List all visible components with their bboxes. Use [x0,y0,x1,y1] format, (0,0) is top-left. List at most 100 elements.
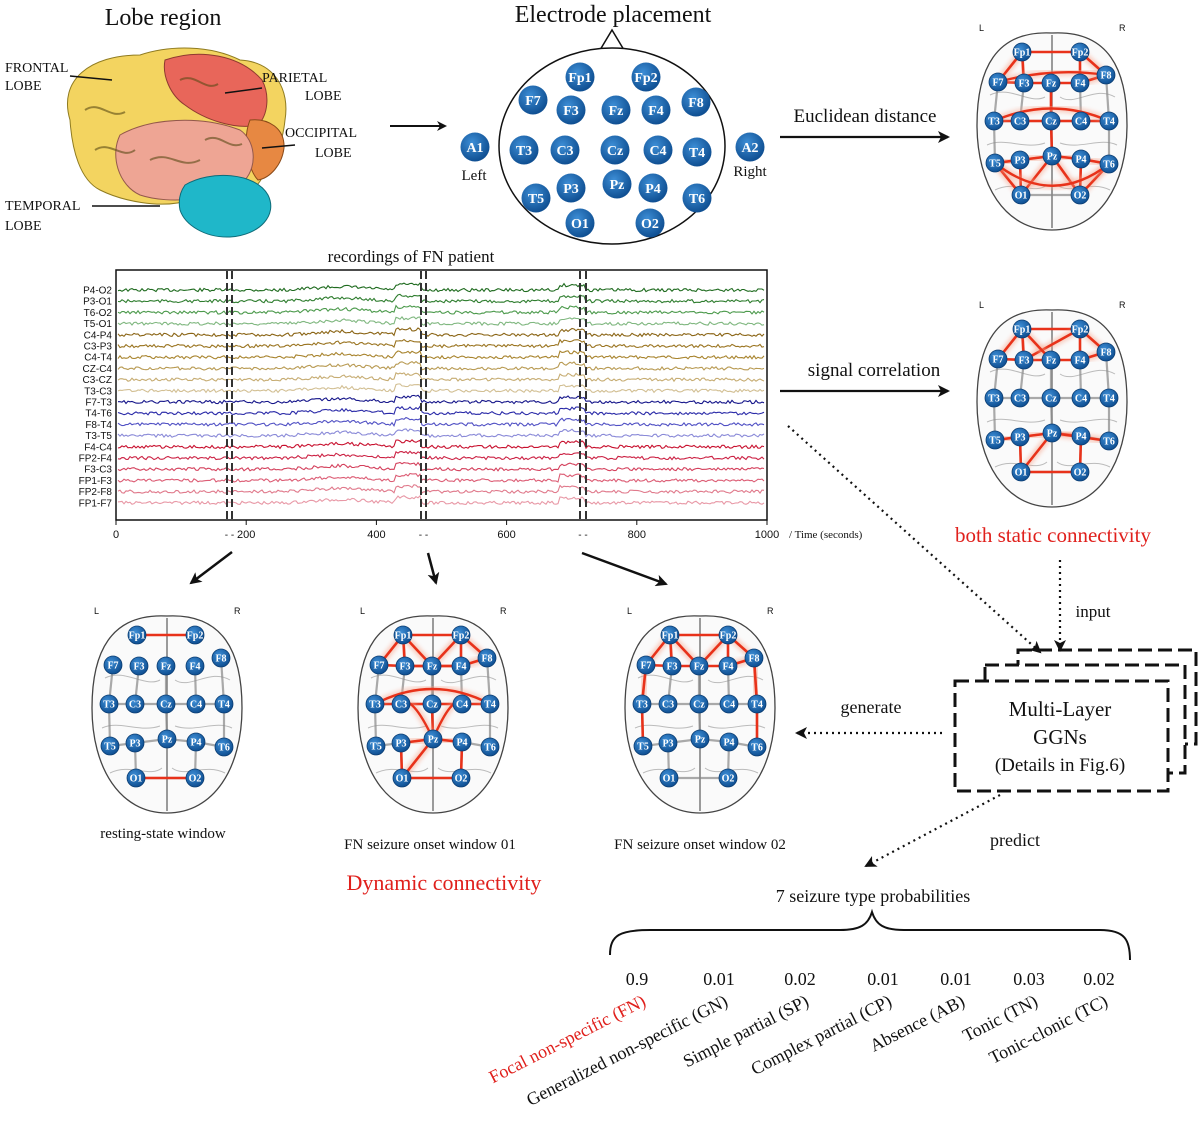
svg-text:C3: C3 [1014,394,1026,405]
svg-text:F4: F4 [648,104,664,119]
eeg-frame [115,269,768,521]
map-electrode-c3: C3 [1010,388,1030,408]
map-electrode-f8: F8 [1096,342,1116,362]
svg-text:F4: F4 [722,662,733,673]
svg-text:Fp1: Fp1 [568,71,591,86]
map-electrode-cz: Cz [422,694,442,714]
map-electrode-t4: T4 [1099,111,1119,131]
map-electrode-o1: O1 [392,768,412,788]
svg-text:LOBE: LOBE [305,89,342,104]
channel-label: P3-O1 [83,297,112,308]
svg-text:O2: O2 [722,774,735,785]
map-electrode-c3: C3 [391,694,411,714]
svg-text:Cz: Cz [693,700,705,711]
svg-text:F3: F3 [1018,356,1029,367]
x-tick-label: 200 [237,529,255,541]
eeg-trace [117,484,765,495]
x-tick-label: 600 [497,529,515,541]
electrode-o1: O1 [565,208,595,238]
electrode-f8: F8 [681,87,711,117]
onset2-caption: FN seizure onset window 02 [614,837,786,853]
model-line1: Multi-Layer [1009,697,1112,721]
map-electrode-o2: O2 [451,768,471,788]
electrode-a1: A1 [460,132,490,162]
class-probability: 0.02 [1083,969,1115,989]
map-electrode-t5: T5 [366,736,386,756]
map-electrode-f7: F7 [636,655,656,675]
svg-text:T3: T3 [103,700,115,711]
electrode-pz: Pz [602,169,632,199]
x-tick-label: 1000 [755,529,779,541]
channel-label: C3-CZ [83,375,112,386]
map-electrode-t3: T3 [984,388,1004,408]
model-line2: GGNs [1033,725,1087,749]
svg-text:P3: P3 [395,739,406,750]
x-tick-label: 800 [628,529,646,541]
svg-text:LOBE: LOBE [5,219,42,234]
map-electrode-t3: T3 [99,694,119,714]
map-electrode-t5: T5 [633,736,653,756]
map-electrode-c4: C4 [719,694,739,714]
electrode-fp2: Fp2 [631,62,661,92]
svg-text:F7: F7 [640,661,651,672]
side-right-label: R [500,606,507,616]
side-right-label: R [1119,300,1126,310]
map-electrode-cz: Cz [689,694,709,714]
eeg-trace [117,293,765,304]
map-electrode-t3: T3 [984,111,1004,131]
channel-label: F3-C3 [84,465,112,476]
map-electrode-f8: F8 [744,648,764,668]
svg-text:O2: O2 [641,217,659,232]
svg-text:P4: P4 [456,738,467,749]
map-electrode-t4: T4 [214,694,234,714]
svg-text:O2: O2 [189,774,202,785]
svg-text:Fz: Fz [694,662,705,673]
svg-text:C3: C3 [395,700,407,711]
side-left-label: L [94,606,99,616]
svg-text:F3: F3 [133,662,144,673]
x-tick-label: 400 [367,529,385,541]
svg-text:Pz: Pz [695,735,706,746]
svg-text:T5: T5 [989,159,1001,170]
svg-text:TEMPORAL: TEMPORAL [5,199,80,214]
svg-text:T4: T4 [751,700,763,711]
svg-text:P3: P3 [1014,433,1025,444]
svg-text:C4: C4 [1075,117,1087,128]
svg-text:P4: P4 [1075,155,1086,166]
map-electrode-t4: T4 [1099,388,1119,408]
eeg-x-unit: / Time (seconds) [789,529,863,541]
map-electrode-t3: T3 [365,694,385,714]
svg-text:C3: C3 [662,700,674,711]
svg-text:T3: T3 [988,394,1000,405]
electrode-f7: F7 [518,85,548,115]
map-electrode-f3: F3 [662,656,682,676]
svg-text:O2: O2 [1074,468,1087,479]
electrode-t5: T5 [521,183,551,213]
map-electrode-cz: Cz [156,694,176,714]
electrode-fp1: Fp1 [565,62,595,92]
dynamic-connectivity-label: Dynamic connectivity [347,870,542,895]
map-electrode-fp2: Fp2 [1070,42,1090,62]
svg-text:F7: F7 [107,661,118,672]
svg-text:C4: C4 [190,700,202,711]
svg-text:F8: F8 [748,654,759,665]
map-electrode-p3: P3 [1010,427,1030,447]
map-electrode-c4: C4 [452,694,472,714]
svg-text:P3: P3 [1014,156,1025,167]
channel-label: C3-P3 [84,342,113,353]
map-electrode-p4: P4 [719,732,739,752]
svg-text:T6: T6 [1103,437,1115,448]
class-probability: 0.01 [867,969,899,989]
svg-text:Cz: Cz [1045,394,1057,405]
svg-text:OCCIPITAL: OCCIPITAL [285,126,357,141]
eeg-trace [117,405,765,416]
map-electrode-c4: C4 [1071,111,1091,131]
svg-text:F4: F4 [189,662,200,673]
map-electrode-f8: F8 [211,648,231,668]
svg-text:LOBE: LOBE [315,146,352,161]
svg-text:F7: F7 [992,78,1003,89]
side-right-label: R [1119,23,1126,33]
svg-text:Fp2: Fp2 [187,631,204,642]
